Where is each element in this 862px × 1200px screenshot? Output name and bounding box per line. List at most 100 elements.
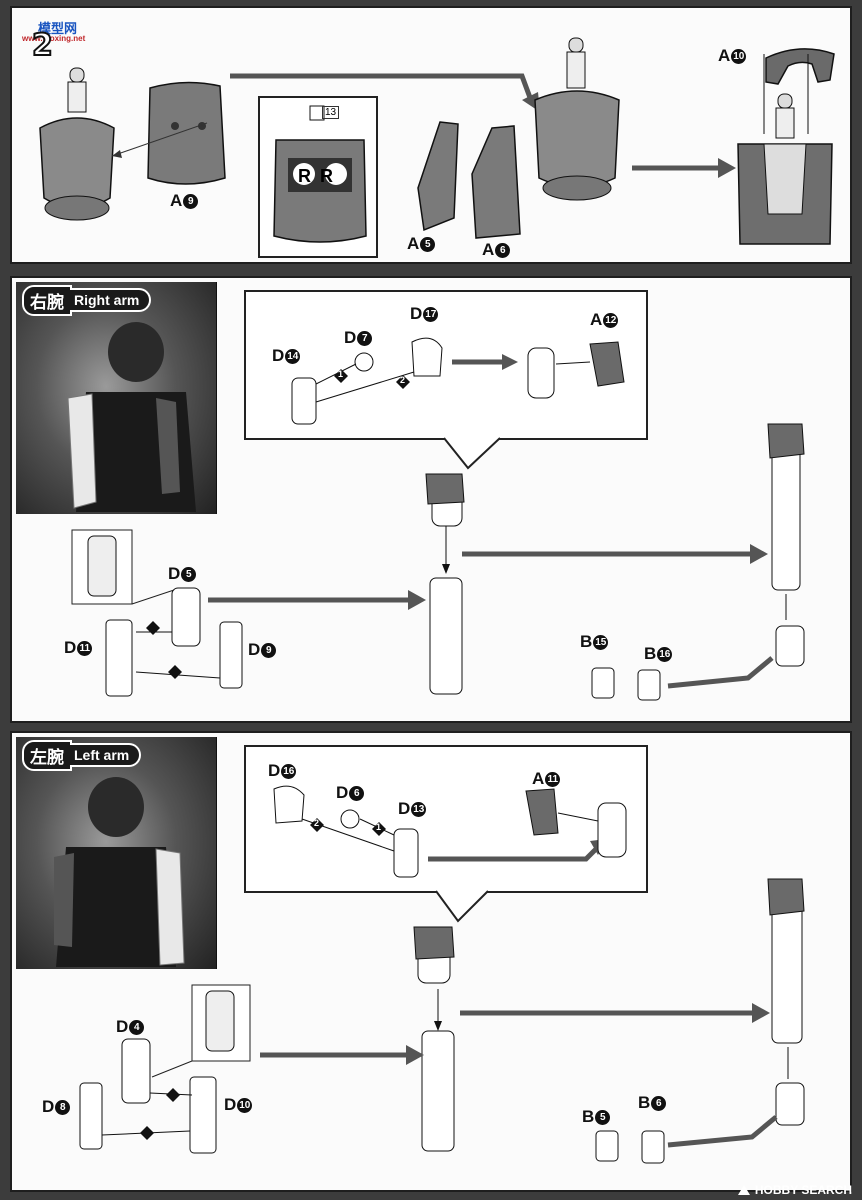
right-arm-title: 右腕 Right arm (22, 284, 152, 316)
right-arm-reference-photo: 右腕 Right arm (16, 282, 217, 514)
right-arm-title-en: Right arm (70, 288, 152, 312)
part-number: 12 (603, 313, 619, 328)
part-number: 14 (285, 349, 301, 364)
left-arm-title: 左腕 Left arm (22, 739, 142, 771)
site-logo: 模型网 www.moxing.net (16, 12, 86, 56)
right-inset-order-marks (334, 369, 410, 389)
collar-part (765, 48, 835, 85)
left-arm-title-en: Left arm (70, 743, 142, 767)
part-number: 5 (181, 567, 197, 582)
part-number: 5 (420, 237, 436, 252)
part-number: 9 (183, 194, 199, 209)
decal-text: R R (298, 166, 335, 186)
right-arm-assembly-flow (71, 423, 805, 701)
part-number: 13 (411, 802, 427, 817)
arrow-a9-to-torso (111, 73, 736, 178)
figure-silhouette (67, 322, 196, 512)
part-number: 10 (731, 49, 747, 64)
part-code: D (116, 1017, 129, 1036)
hobby-search-logo-icon (737, 1185, 750, 1195)
right-hand-inset-drawing (291, 337, 625, 425)
part-number: 10 (237, 1098, 253, 1113)
torso-with-vest-back (534, 37, 620, 201)
part-code: D (268, 761, 281, 780)
part-number: 11 (77, 641, 93, 656)
part-number: 15 (593, 635, 609, 650)
step-number: 2 (31, 27, 54, 64)
order-mark-2: 2 (314, 818, 320, 828)
hobby-search-watermark: HOBBY SEARCH (737, 1183, 852, 1197)
part-number: 16 (657, 647, 673, 662)
watermark-text: HOBBY SEARCH (754, 1183, 852, 1197)
torso-part-illustration (39, 67, 115, 221)
left-hand-inset-drawing (273, 785, 627, 878)
part-number: 6 (349, 786, 365, 801)
vest-back-part (147, 81, 226, 185)
order-mark-1: 1 (376, 822, 382, 832)
part-code: D (410, 304, 423, 323)
part-code: B (580, 632, 593, 651)
part-number: 6 (495, 243, 511, 258)
part-code: D (224, 1095, 237, 1114)
part-code: A (718, 46, 731, 65)
part-code: D (398, 799, 411, 818)
part-code: A (532, 769, 545, 788)
part-code: B (582, 1107, 595, 1126)
part-code: A (407, 234, 420, 253)
site-logo-url: www.moxing.net (22, 34, 86, 43)
part-code: D (64, 638, 77, 657)
part-code: D (272, 346, 285, 365)
vest-front-right-part (471, 125, 521, 239)
part-number: 8 (55, 1100, 71, 1115)
part-number: 6 (651, 1096, 667, 1111)
part-number: 9 (261, 643, 277, 658)
part-number: 5 (595, 1110, 611, 1125)
part-code: A (170, 191, 183, 210)
vest-decal-illustration (273, 105, 367, 243)
left-arm-title-jp: 左腕 (22, 739, 72, 771)
part-number: 4 (129, 1020, 145, 1035)
decal-inset: 13 R R (258, 96, 378, 258)
part-code: D (336, 783, 349, 802)
left-arm-reference-photo: 左腕 Left arm (16, 737, 217, 969)
part-code: A (590, 310, 603, 329)
decal-number: 13 (322, 106, 340, 119)
part-code: D (248, 640, 261, 659)
part-code: D (42, 1097, 55, 1116)
part-code: B (638, 1093, 651, 1112)
order-mark-2: 2 (400, 375, 406, 385)
order-mark-1: 1 (338, 369, 344, 379)
figure-silhouette (54, 777, 185, 967)
part-code: D (168, 564, 181, 583)
finished-torso (737, 54, 833, 245)
site-logo-text: 模型网 (38, 22, 78, 37)
part-code: D (344, 328, 357, 347)
part-number: 17 (423, 307, 439, 322)
part-code: A (482, 240, 495, 259)
part-number: 7 (357, 331, 373, 346)
left-arm-assembly-flow (79, 878, 805, 1164)
